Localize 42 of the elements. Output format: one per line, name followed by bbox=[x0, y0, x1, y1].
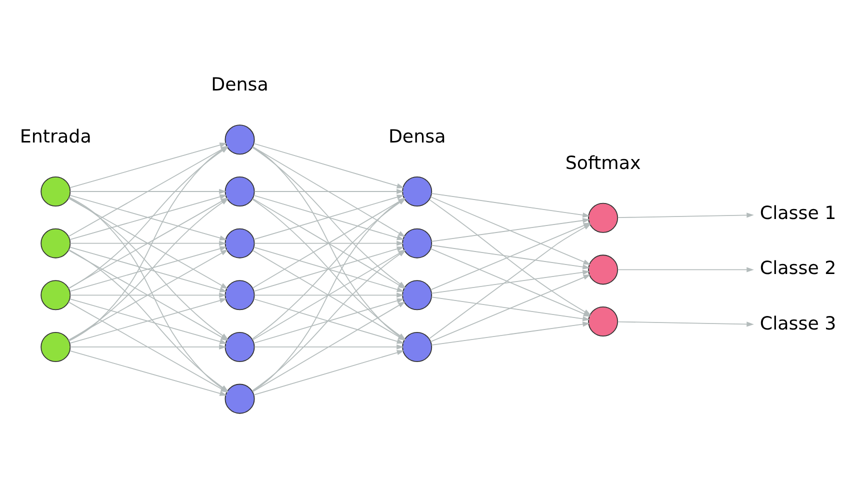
arrow bbox=[70, 188, 226, 194]
label: Entrada bbox=[20, 126, 92, 147]
node-circle bbox=[224, 228, 255, 258]
node-text: Classe 2 bbox=[760, 258, 836, 279]
arrow bbox=[617, 212, 754, 218]
arrow bbox=[254, 344, 404, 350]
node-circle bbox=[224, 331, 255, 362]
node-circle bbox=[588, 306, 618, 336]
arrow bbox=[431, 269, 590, 294]
node-circle bbox=[40, 331, 71, 362]
node-circle bbox=[588, 202, 618, 232]
node-circle bbox=[402, 228, 432, 258]
arrow bbox=[617, 266, 754, 272]
node-circle bbox=[40, 228, 71, 258]
node-circle bbox=[224, 176, 255, 206]
node-circle bbox=[402, 176, 432, 206]
arrow bbox=[617, 320, 754, 326]
node-circle bbox=[402, 280, 432, 310]
node-text: Classe 1 bbox=[760, 202, 836, 224]
arrow bbox=[70, 292, 226, 298]
label: Softmax bbox=[565, 152, 641, 174]
arrow bbox=[70, 240, 226, 246]
node-circle bbox=[588, 254, 618, 284]
arrow bbox=[431, 321, 590, 346]
label: Densa bbox=[211, 74, 268, 96]
arrow bbox=[254, 188, 404, 194]
arrow bbox=[254, 292, 404, 298]
node-circle bbox=[224, 124, 255, 154]
arrow bbox=[253, 350, 404, 395]
arrow bbox=[431, 192, 590, 218]
arrow bbox=[253, 142, 404, 188]
arrow bbox=[254, 240, 404, 246]
arrow bbox=[431, 244, 590, 269]
node-circle bbox=[224, 280, 255, 310]
arrow bbox=[70, 344, 226, 350]
label: Densa bbox=[388, 126, 446, 147]
node-circle bbox=[224, 383, 255, 414]
arrow bbox=[431, 296, 590, 321]
node-circle bbox=[40, 176, 71, 206]
node-circle bbox=[402, 331, 432, 362]
node-text: Classe 3 bbox=[760, 313, 836, 334]
node-circle bbox=[40, 280, 71, 310]
